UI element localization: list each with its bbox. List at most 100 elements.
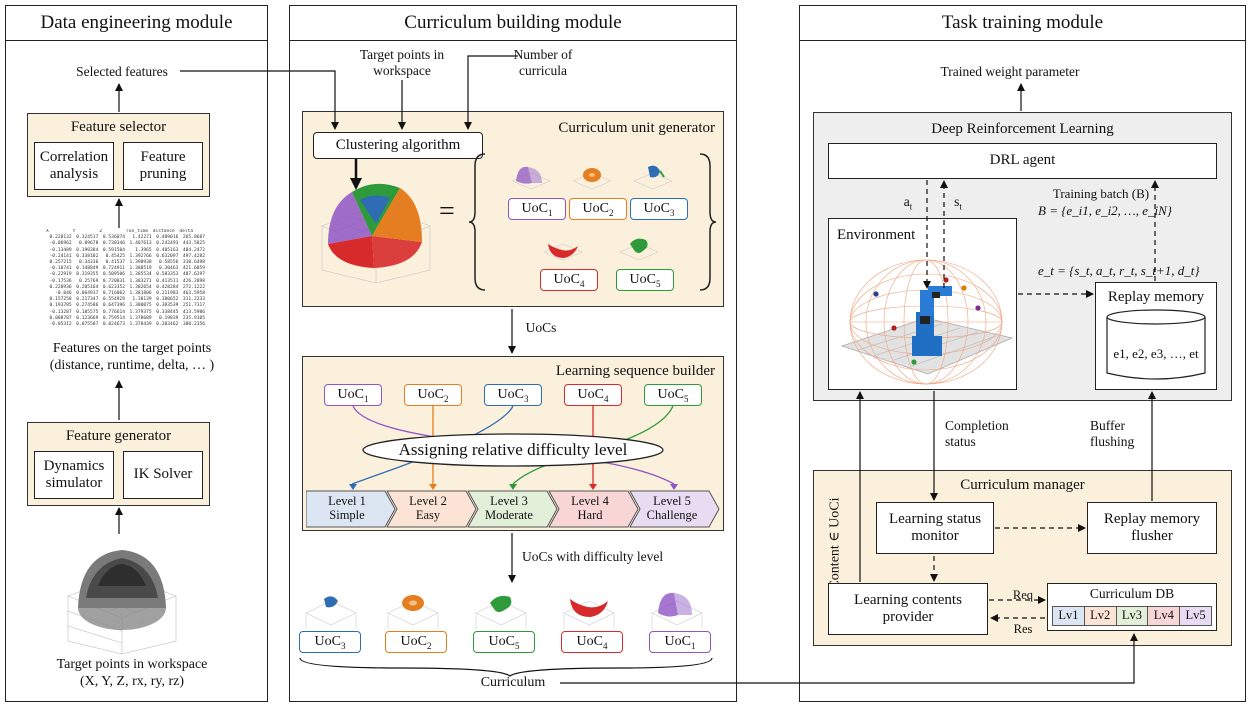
target-points-plot xyxy=(67,550,177,655)
assign-connectors xyxy=(349,405,678,490)
table-cell: 265.8687 xyxy=(182,235,206,241)
uocs-difficulty-label: UoCs with difficulty level xyxy=(522,549,664,564)
uoc-text: UoC1 xyxy=(664,633,696,651)
uoc2-label-seq: UoC2 xyxy=(404,384,462,406)
table-cell: 421.6859 xyxy=(182,266,206,272)
seq-uoc5-thumb xyxy=(475,595,527,629)
table-cell: X xyxy=(46,229,49,234)
table-cell: 0.647396 xyxy=(102,303,126,309)
completion-status-label: Completion status xyxy=(945,418,1009,450)
table-cell: 0.338102 xyxy=(76,253,99,259)
num-curricula-label: Number of curricula xyxy=(513,47,573,79)
db-level-1: Lv1 xyxy=(1053,607,1085,625)
uoc-subscript: 5 xyxy=(655,278,661,289)
uoc-text: UoC5 xyxy=(629,271,661,289)
db-level-2: Lv2 xyxy=(1084,607,1117,625)
table-cell: 0.824673 xyxy=(102,322,126,328)
table-cell: 1.381806 xyxy=(129,291,152,297)
table-cell: 0.591504 xyxy=(102,247,126,253)
action-label: at xyxy=(903,194,913,212)
table-cell: 0.19839 xyxy=(158,315,179,321)
table-cell: 0.217347 xyxy=(76,297,99,303)
table-cell: run_time xyxy=(126,229,149,234)
uoc5-label-gen: UoC5 xyxy=(616,269,674,291)
seq-uoc4-thumb xyxy=(563,599,615,629)
table-cell: 0.220936 xyxy=(49,284,72,290)
environment-title: Environment xyxy=(837,227,916,243)
uoc-text: UoC5 xyxy=(657,386,689,404)
table-cell: 0.25769 xyxy=(78,278,99,284)
clustered-dome-plot xyxy=(321,183,431,284)
table-cell: 1.383271 xyxy=(129,278,152,284)
target-points-label: Target points in workspace xyxy=(359,47,445,79)
table-cell: -0.22919 xyxy=(49,272,72,278)
table-cell: -0.13489 xyxy=(49,247,72,253)
seq-uoc4-label: UoC4 xyxy=(561,631,623,653)
table-cell: 484.2472 xyxy=(182,247,206,253)
uoc-text: UoC3 xyxy=(497,386,529,404)
uoc-text: UoC2 xyxy=(582,200,614,218)
uoc-subscript: 1 xyxy=(547,207,553,218)
uoc-subscript: 3 xyxy=(340,640,346,651)
uoc-text: UoC1 xyxy=(521,200,553,218)
table-cell: 0.583353 xyxy=(156,272,179,278)
table-cell: 1.380075 xyxy=(129,303,152,309)
table-cell: 0.509506 xyxy=(102,272,126,278)
table-cell: 0.413511 xyxy=(156,278,179,284)
uoc-text: UoC2 xyxy=(400,633,432,651)
replay-memory-cylinder xyxy=(1106,309,1206,380)
table-cell: 487.6297 xyxy=(182,272,206,278)
table-cell: 0.776614 xyxy=(102,309,126,315)
table-cell: 0.554929 xyxy=(102,297,126,303)
uocs-label: UoCs xyxy=(525,320,557,335)
features-caption-line1: Features on the target points xyxy=(52,341,212,356)
seq-uoc3-label: UoC3 xyxy=(299,631,361,653)
seq-uoc2-thumb xyxy=(387,595,439,629)
feature-pruning-box: Feature pruning xyxy=(123,142,203,190)
table-cell: 0.34336 xyxy=(78,260,99,266)
curriculum-label: Curriculum xyxy=(480,675,546,690)
table-cell: 251.7317 xyxy=(182,303,206,309)
uoc-subscript: 1 xyxy=(363,393,369,404)
uoc-subscript: 4 xyxy=(579,278,585,289)
learning-status-monitor: Learning status monitor xyxy=(876,502,994,554)
level-chevron xyxy=(548,490,639,528)
curriculum-manager-title: Curriculum manager xyxy=(960,477,1085,493)
uoc-subscript: 2 xyxy=(443,393,449,404)
state-label: st xyxy=(954,194,962,212)
table-cell: 0.428284 xyxy=(156,284,179,290)
replay-memory-items: e1, e2, e3, …, et xyxy=(1113,346,1199,361)
uoc-subscript: 4 xyxy=(602,640,608,651)
uoc-text: UoC3 xyxy=(643,200,675,218)
uoc3-label-gen: UoC3 xyxy=(630,198,688,220)
ik-solver-box: IK Solver xyxy=(123,451,203,499)
features-caption: Features on the target points (distance,… xyxy=(22,341,242,375)
data-module-title: Data engineering module xyxy=(6,6,267,41)
uoc-subscript: 5 xyxy=(514,640,520,651)
target-caption-line2: (X, Y, Z, rx, ry, rz) xyxy=(79,673,185,689)
table-cell: 0.720831 xyxy=(102,278,126,284)
target-caption-line1: Target points in workspace xyxy=(56,657,208,672)
table-cell: 426.2898 xyxy=(182,278,206,284)
table-cell: 0.257215 xyxy=(49,260,72,266)
training-batch-formula: B = {e_i1, e_i2, …, e_iN} xyxy=(1038,203,1172,218)
table-cell: -0.046 xyxy=(55,291,72,297)
training-batch-label: Training batch (B) xyxy=(1052,186,1150,201)
uoc-subscript: 3 xyxy=(523,393,529,404)
uoc-subscript: 5 xyxy=(683,393,689,404)
table-cell: 0.623352 xyxy=(102,284,126,290)
table-cell: -0.05312 xyxy=(49,322,72,328)
table-cell: 1.378689 xyxy=(129,315,152,321)
level-chevron xyxy=(629,490,720,528)
table-cell: Y xyxy=(72,229,76,234)
seq-uoc5-label: UoC5 xyxy=(473,631,535,653)
uoc2-thumb xyxy=(572,168,612,190)
table-cell: 0.148849 xyxy=(76,266,99,272)
left-brace xyxy=(468,153,486,291)
